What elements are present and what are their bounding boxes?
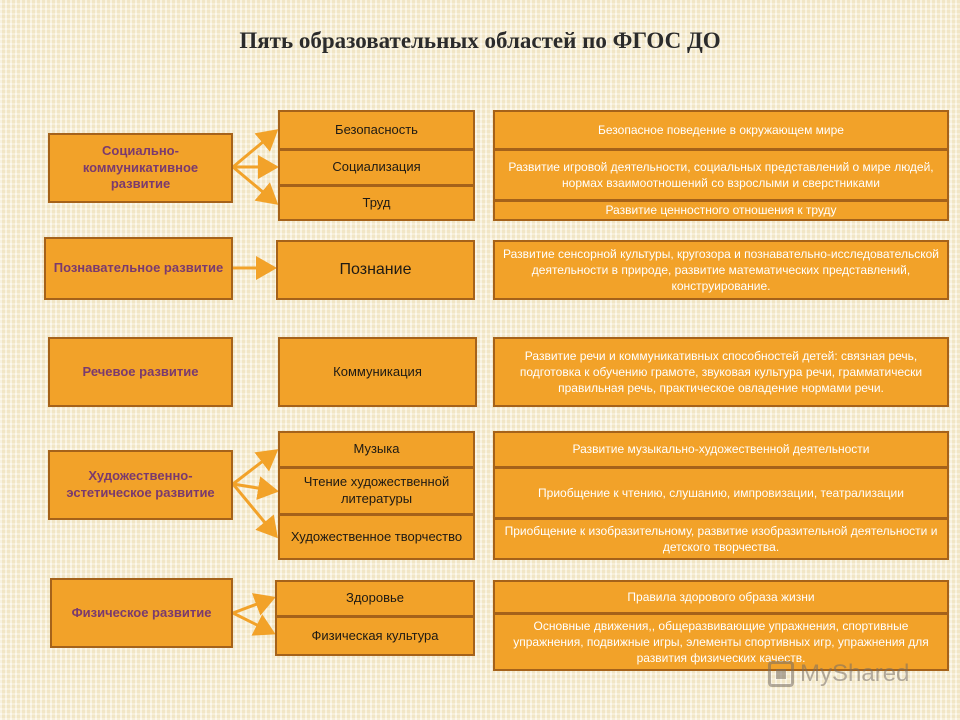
subject-reading: Чтение художественной литературы (278, 467, 475, 515)
arrow-physical-culture (232, 611, 276, 636)
desc-physical-culture: Основные движения,, общеразвивающие упра… (493, 613, 949, 671)
area-cognitive: Познавательное развитие (44, 237, 233, 300)
subject-physical-culture: Физическая культура (275, 616, 475, 656)
area-physical: Физическое развитие (50, 578, 233, 648)
subject-art-creativity: Художественное творчество (278, 514, 475, 560)
desc-communication: Развитие речи и коммуникативных способно… (493, 337, 949, 407)
desc-socialization: Развитие игровой деятельности, социальны… (493, 149, 949, 201)
area-social-communicative: Социально-коммуникативное развитие (48, 133, 233, 203)
arrow-art-music (232, 449, 279, 486)
desc-music: Развитие музыкально-художественной деяте… (493, 431, 949, 468)
watermark-text: MyShared (800, 660, 910, 687)
subject-cognition: Познание (276, 240, 475, 300)
desc-art-creativity: Приобщение к изобразительному, развитие … (493, 518, 949, 560)
subject-labor: Труд (278, 185, 475, 221)
subject-safety: Безопасность (278, 110, 475, 150)
page-title: Пять образовательных областей по ФГОС ДО (239, 28, 721, 53)
desc-reading: Приобщение к чтению, слушанию, импровиза… (493, 467, 949, 519)
arrow-social-labor (232, 165, 279, 205)
arrow-social-safety (232, 129, 279, 169)
arrow-art-creativity (231, 483, 278, 539)
area-artistic-aesthetic: Художественно-эстетическое развитие (48, 450, 233, 520)
desc-labor: Развитие ценностного отношения к труду (493, 200, 949, 221)
area-speech: Речевое развитие (48, 337, 233, 407)
desc-health: Правила здорового образа жизни (493, 580, 949, 614)
arrow-art-reading (232, 476, 279, 500)
subject-music: Музыка (278, 431, 475, 468)
subject-socialization: Социализация (278, 149, 475, 186)
watermark-logo: MyShared (768, 660, 909, 688)
myshared-icon (768, 661, 794, 687)
arrow-physical-health (232, 593, 276, 616)
subject-communication: Коммуникация (278, 337, 477, 407)
desc-cognition: Развитие сенсорной культуры, кругозора и… (493, 240, 949, 300)
subject-health: Здоровье (275, 580, 475, 617)
desc-safety: Безопасное поведение в окружающем мире (493, 110, 949, 150)
